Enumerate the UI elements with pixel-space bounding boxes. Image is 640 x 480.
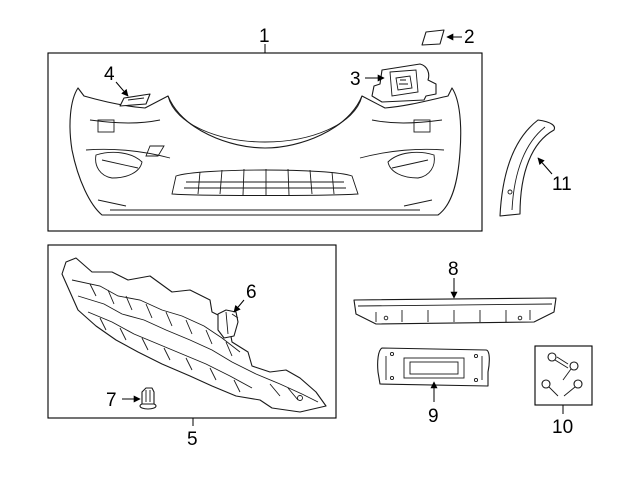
bracket-part [371, 63, 437, 103]
bumper-cover-part [69, 87, 462, 216]
under-shield-part [61, 257, 327, 413]
shield-group-box [47, 244, 337, 419]
callout-5: 5 [187, 429, 198, 450]
callout-8: 8 [448, 259, 459, 280]
wheel-molding-part [499, 119, 556, 217]
push-pin-part [139, 387, 157, 410]
license-bracket-part [377, 347, 490, 387]
tow-hook-cover-part [119, 93, 151, 107]
callout-6: 6 [246, 282, 257, 303]
callout-7: 7 [106, 390, 117, 411]
callout-10: 10 [552, 417, 573, 438]
callout-2: 2 [464, 27, 475, 48]
small-cover-part [421, 29, 445, 46]
callout-4: 4 [104, 64, 115, 85]
callout-1: 1 [259, 26, 270, 47]
clip-part-6 [217, 309, 239, 339]
callout-9: 9 [428, 406, 439, 427]
screws-part [541, 352, 583, 397]
absorber-part [353, 297, 557, 325]
callout-3: 3 [350, 69, 361, 90]
screws-group-box [534, 345, 593, 406]
callout-11: 11 [552, 174, 572, 195]
